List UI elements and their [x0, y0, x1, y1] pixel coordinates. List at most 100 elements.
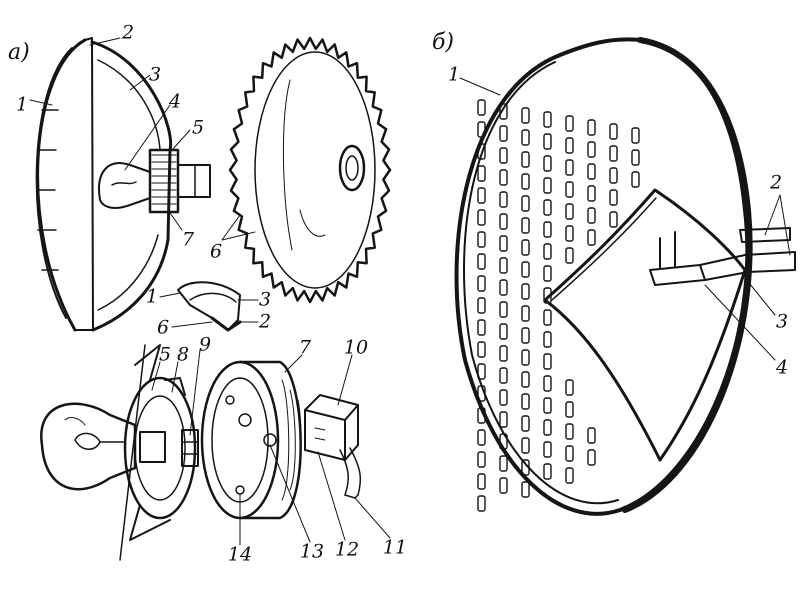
cutaway-window — [543, 188, 747, 462]
callout-b-2: 2 — [769, 171, 783, 194]
terminals — [739, 227, 791, 243]
lens-slot — [587, 141, 596, 158]
callout-a-10: 10 — [343, 336, 369, 359]
callout-a-8: 8 — [176, 343, 190, 366]
lens-slot — [521, 459, 530, 476]
lens-slot — [499, 301, 508, 318]
leader-lines-cover — [159, 292, 259, 328]
callout-a-9: 9 — [198, 333, 212, 356]
lens-slot — [565, 445, 574, 462]
lens-slot — [587, 119, 596, 136]
lens-slot — [521, 305, 530, 322]
lens-slot — [477, 473, 486, 490]
lens-slot — [587, 449, 596, 466]
lens-slot — [565, 115, 574, 132]
lens-slot — [521, 239, 530, 256]
lens-slot — [587, 229, 596, 246]
lens-slot — [521, 173, 530, 190]
lens-slot — [477, 253, 486, 270]
filament-bracket — [649, 264, 706, 286]
lens-slot — [477, 99, 486, 116]
lens-slot — [499, 125, 508, 142]
lens-slot — [521, 415, 530, 432]
callout-a-14: 14 — [227, 543, 253, 566]
lens-slot — [543, 133, 552, 150]
lens-slot — [587, 207, 596, 224]
lens-slot — [565, 203, 574, 220]
retaining-ring — [228, 36, 392, 304]
lens-slot — [477, 297, 486, 314]
lens-slot — [587, 427, 596, 444]
lens-slot — [631, 171, 640, 188]
lens-slot — [565, 159, 574, 176]
callout-a-1: 1 — [15, 93, 29, 116]
callout-a-6-cover: 6 — [156, 316, 170, 339]
lens-slot — [499, 257, 508, 274]
callout-a-7: 7 — [181, 228, 195, 251]
lens-slot — [565, 181, 574, 198]
lens-slot — [587, 163, 596, 180]
lens-slot — [499, 455, 508, 472]
lens-slot — [521, 151, 530, 168]
lens-slot — [609, 123, 618, 140]
plug-connector — [304, 394, 362, 499]
callout-a-4: 4 — [168, 90, 182, 113]
lens-slot — [521, 195, 530, 212]
lens-slot — [499, 191, 508, 208]
lens-slot — [609, 189, 618, 206]
lens-slot — [477, 143, 486, 160]
socket — [148, 148, 180, 214]
callout-a-2: 2 — [121, 21, 135, 44]
lens-slot — [543, 221, 552, 238]
lens-slot — [499, 433, 508, 450]
lens-slot — [521, 327, 530, 344]
lens-slot — [543, 111, 552, 128]
ring-center-hole — [338, 144, 366, 192]
callout-b-3: 3 — [775, 310, 789, 333]
lens-slot — [521, 261, 530, 278]
lens-slot — [499, 411, 508, 428]
lens-slot — [543, 155, 552, 172]
lens-slot — [521, 349, 530, 366]
lens-slot — [609, 145, 618, 162]
lens-slot — [499, 477, 508, 494]
callout-a-5: 5 — [191, 116, 205, 139]
lens-slot — [543, 177, 552, 194]
lens-slot — [521, 371, 530, 388]
lens-slot — [477, 451, 486, 468]
lens-slot — [543, 243, 552, 260]
lens-slots — [477, 99, 640, 512]
lens-slot — [565, 401, 574, 418]
lens-slot — [587, 185, 596, 202]
lens-slot — [631, 127, 640, 144]
leader-lines-a-lower — [151, 349, 391, 546]
callout-a-12: 12 — [334, 538, 360, 561]
lens-slot — [499, 367, 508, 384]
lens-slot — [631, 149, 640, 166]
lens-slot — [499, 213, 508, 230]
lens-slot — [565, 423, 574, 440]
cover-segment — [177, 281, 242, 332]
lens-slot — [543, 199, 552, 216]
leader-lines-6 — [221, 214, 256, 241]
callout-a-3-cover: 3 — [258, 288, 272, 311]
lens-slot — [477, 187, 486, 204]
panel-label-a: а) — [8, 40, 30, 65]
lens-slot — [477, 407, 486, 424]
lens-ribs — [36, 109, 59, 271]
ring-toothed-outline — [228, 36, 392, 304]
lens-slot — [499, 103, 508, 120]
callout-a-6-ring: 6 — [209, 240, 223, 263]
lens-slot — [499, 345, 508, 362]
lens-slot — [543, 353, 552, 370]
leader-lines-a-upper — [29, 37, 191, 231]
lens-slot — [543, 309, 552, 326]
lamp-bulb-exploded — [40, 402, 137, 491]
bulb-pins — [181, 429, 199, 467]
callout-a-11: 11 — [382, 536, 408, 559]
lens-slot — [477, 209, 486, 226]
lens-slot — [521, 283, 530, 300]
callout-a-1-cover: 1 — [145, 285, 159, 308]
callout-a-3: 3 — [148, 63, 162, 86]
